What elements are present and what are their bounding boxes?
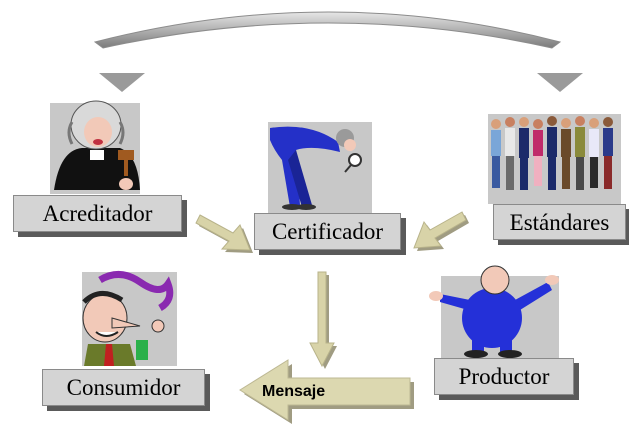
node-certificador: Certificador [254, 213, 401, 250]
node-consumidor-label: Consumidor [66, 375, 181, 400]
inspector-magnifier-icon [268, 122, 372, 213]
node-consumidor: Consumidor [42, 369, 205, 406]
crowd-people-icon [488, 114, 621, 204]
arrow-acreditador-to-certificador [195, 214, 253, 253]
node-acreditador-label: Acreditador [42, 201, 153, 226]
consumer-smoking-icon [82, 271, 177, 366]
node-acreditador: Acreditador [13, 195, 182, 232]
node-productor-label: Productor [458, 364, 550, 389]
arrow-estandares-to-certificador [413, 211, 469, 251]
down-arrow-right [537, 73, 583, 92]
judge-gavel-icon [50, 100, 140, 194]
businessman-icon [429, 265, 559, 362]
node-certificador-label: Certificador [271, 219, 384, 244]
node-estandares: Estándares [493, 204, 626, 240]
down-arrow-left [99, 73, 145, 92]
arrow-certificador-to-mensaje [309, 271, 337, 369]
node-estandares-label: Estándares [509, 209, 610, 235]
message-arrow [239, 359, 414, 424]
top-arc-connector [93, 11, 562, 49]
message-label: Mensaje [262, 383, 326, 400]
node-productor: Productor [434, 358, 574, 395]
